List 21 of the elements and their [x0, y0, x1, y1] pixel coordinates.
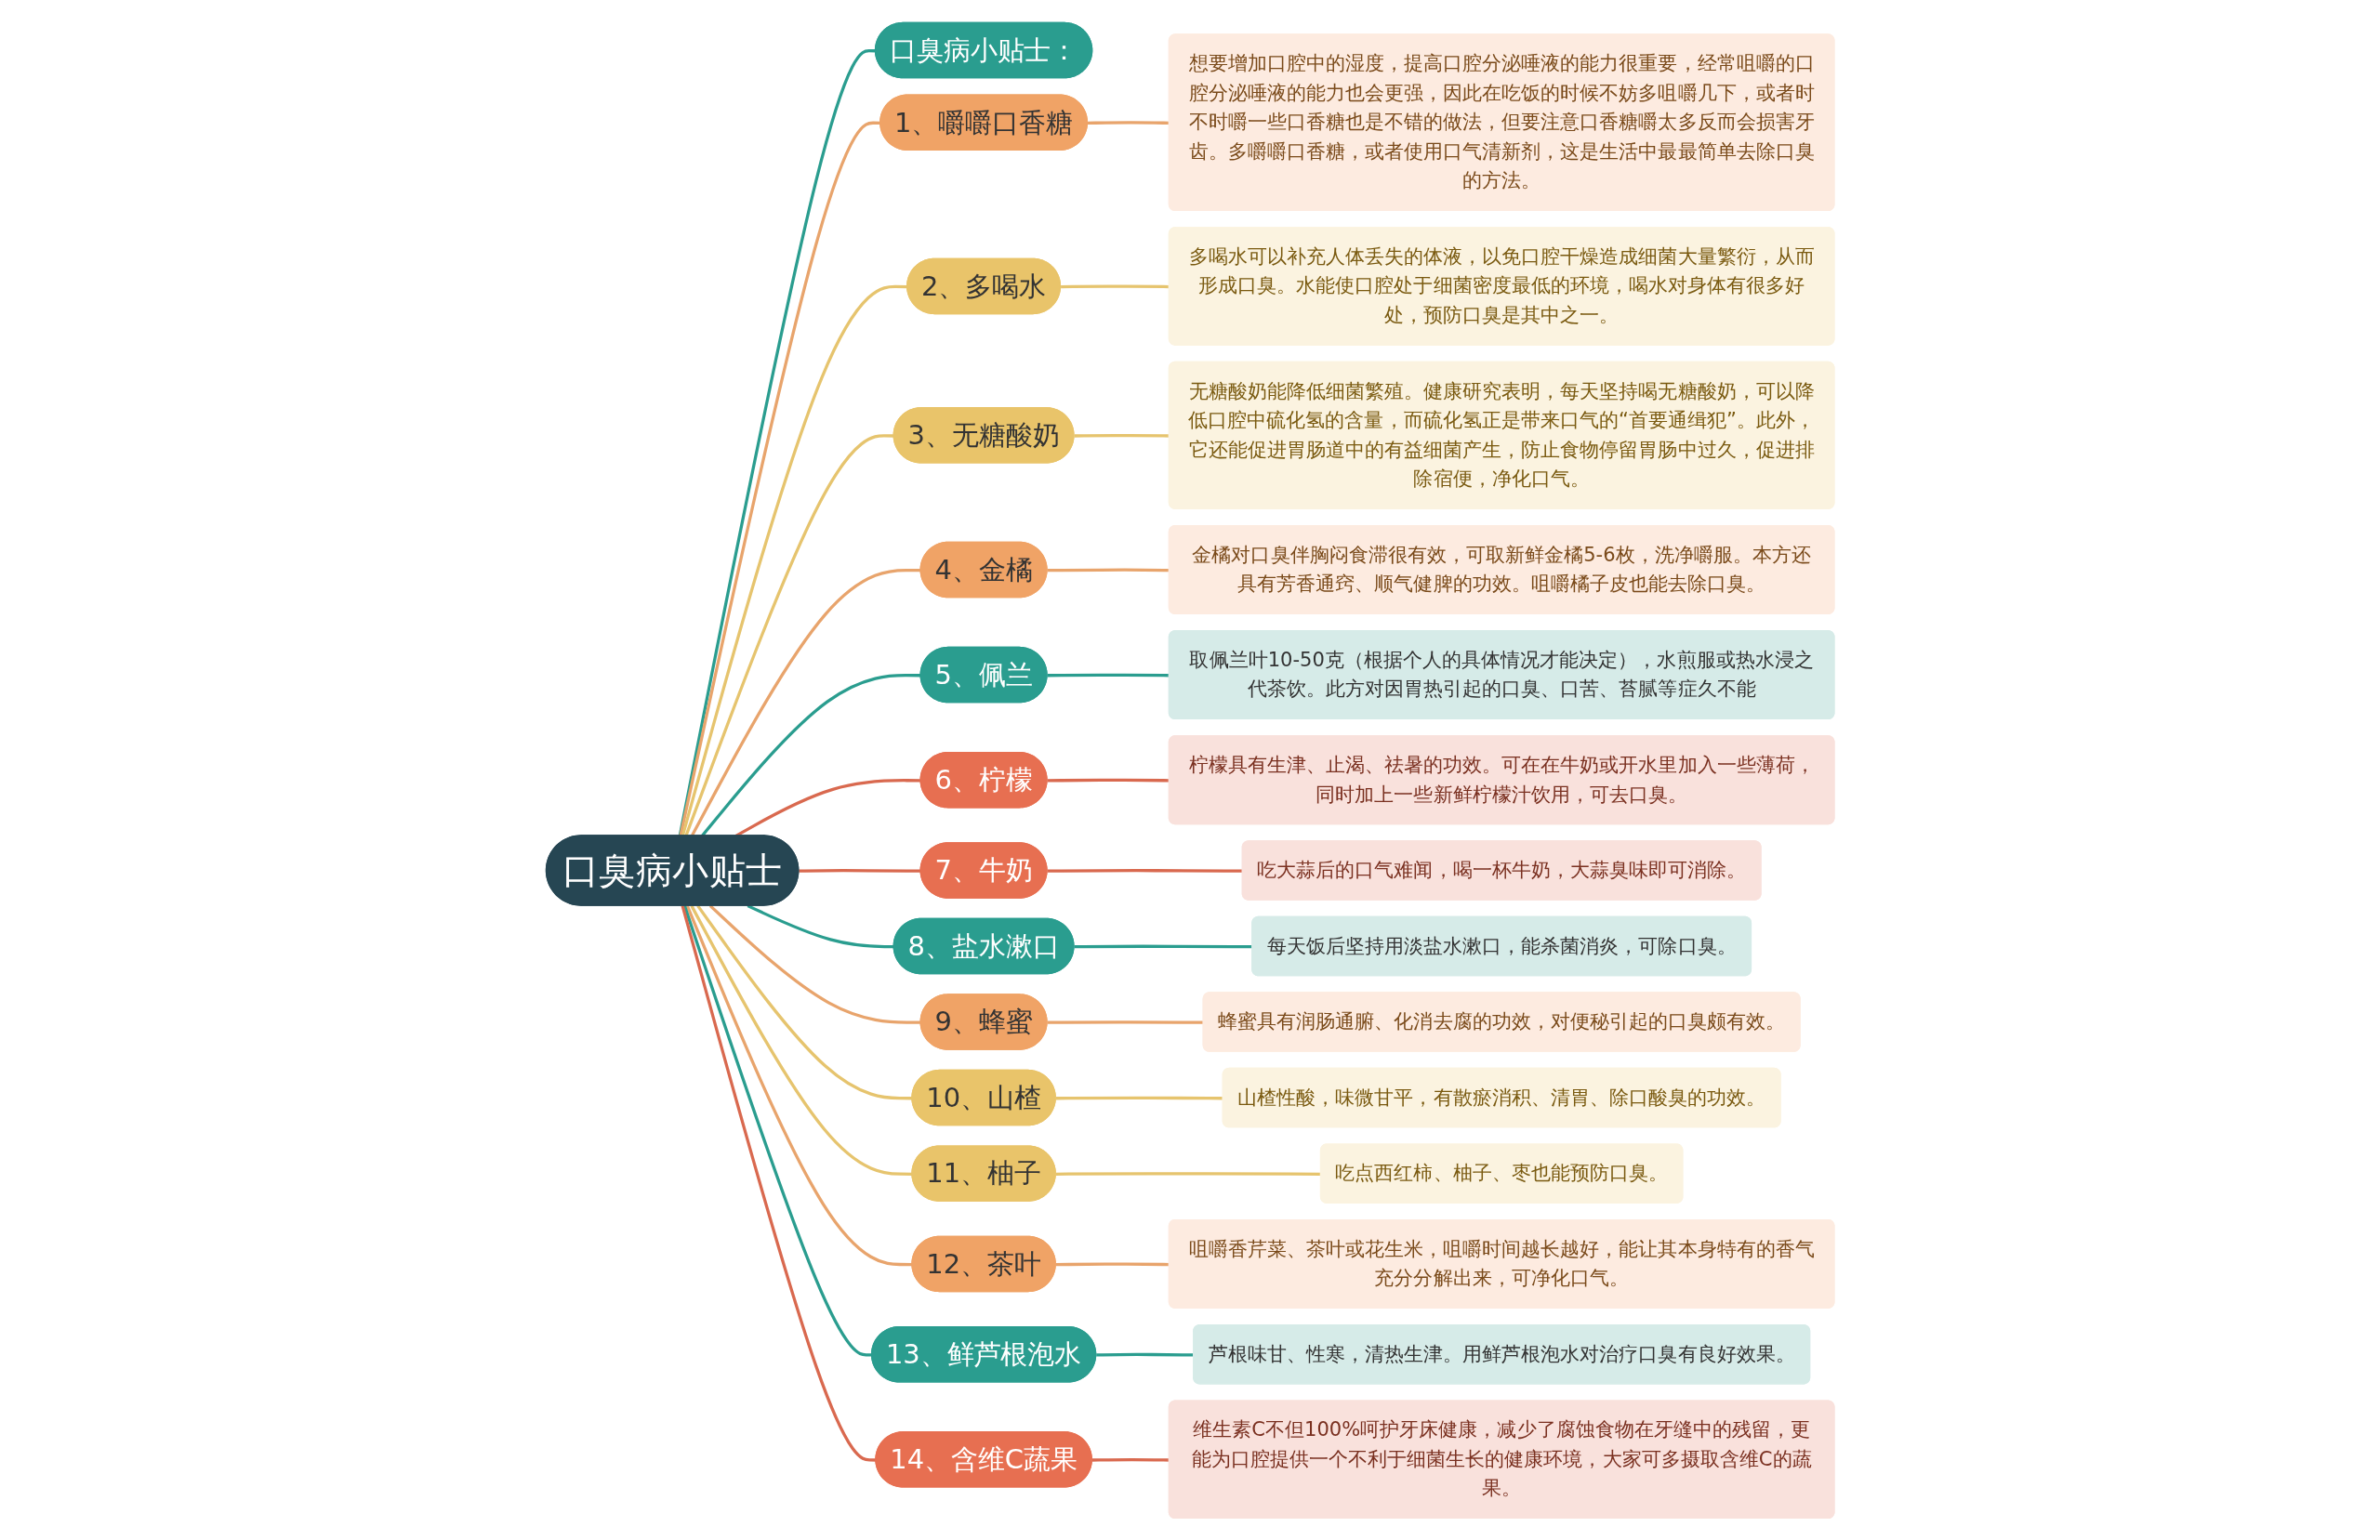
- connector: [1055, 1262, 1170, 1266]
- connector: [684, 433, 894, 836]
- connector: [1087, 120, 1170, 125]
- connector: [1047, 1020, 1204, 1024]
- connector: [799, 868, 921, 873]
- connector: [708, 903, 921, 1024]
- connector: [690, 904, 913, 1176]
- connector: [1047, 778, 1170, 782]
- connector: [685, 904, 913, 1266]
- connector: [1074, 433, 1170, 438]
- connector: [1047, 673, 1170, 677]
- connector: [1060, 284, 1170, 288]
- connector: [681, 904, 877, 1462]
- connector: [1091, 1457, 1170, 1462]
- connector: [1055, 1096, 1223, 1099]
- connector: [1055, 1171, 1321, 1176]
- connector: [1047, 868, 1243, 873]
- connector: [1047, 568, 1170, 572]
- connector: [747, 903, 894, 948]
- connector: [690, 568, 921, 836]
- connector: [696, 904, 913, 1099]
